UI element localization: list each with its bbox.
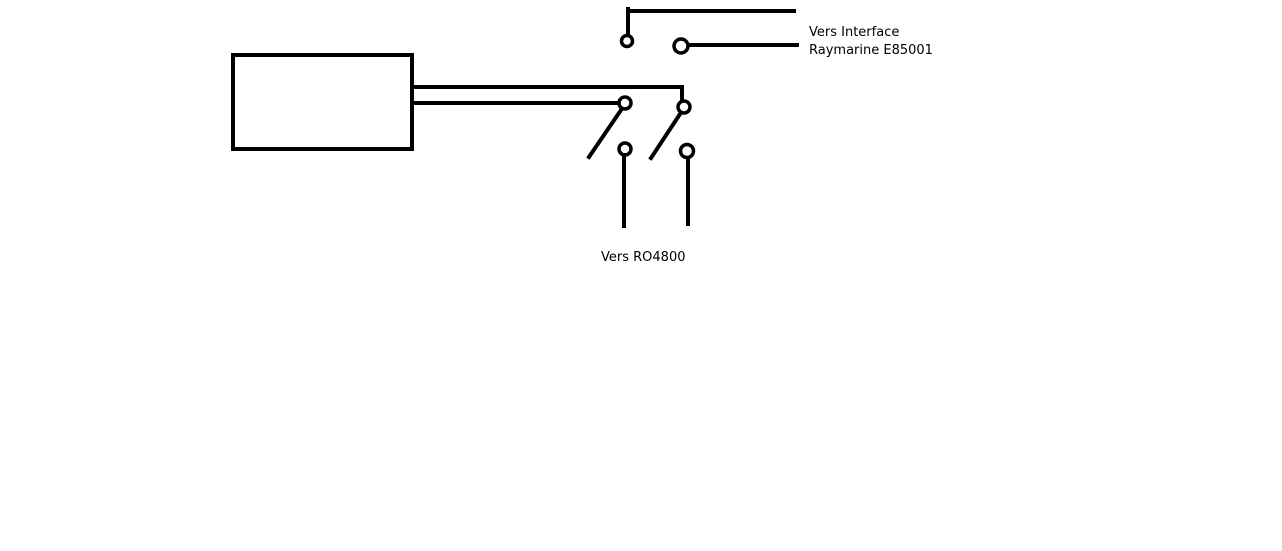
interface-label-line2: Raymarine E85001 [809,43,933,58]
switch-left-arm [586,107,624,160]
switch-left-pivot [617,95,633,111]
interface-terminal-right [672,37,690,55]
interface-terminal-left [619,33,635,49]
ro-terminal-right [678,142,696,160]
device-box [231,53,414,151]
switch-right-arm [648,111,683,161]
interface-label-line1: Vers Interface [809,25,900,40]
switch-right-pivot [676,99,692,115]
ro4800-label: Vers RO4800 [601,250,686,265]
interface-label: Vers Interface Raymarine E85001 [809,24,933,60]
